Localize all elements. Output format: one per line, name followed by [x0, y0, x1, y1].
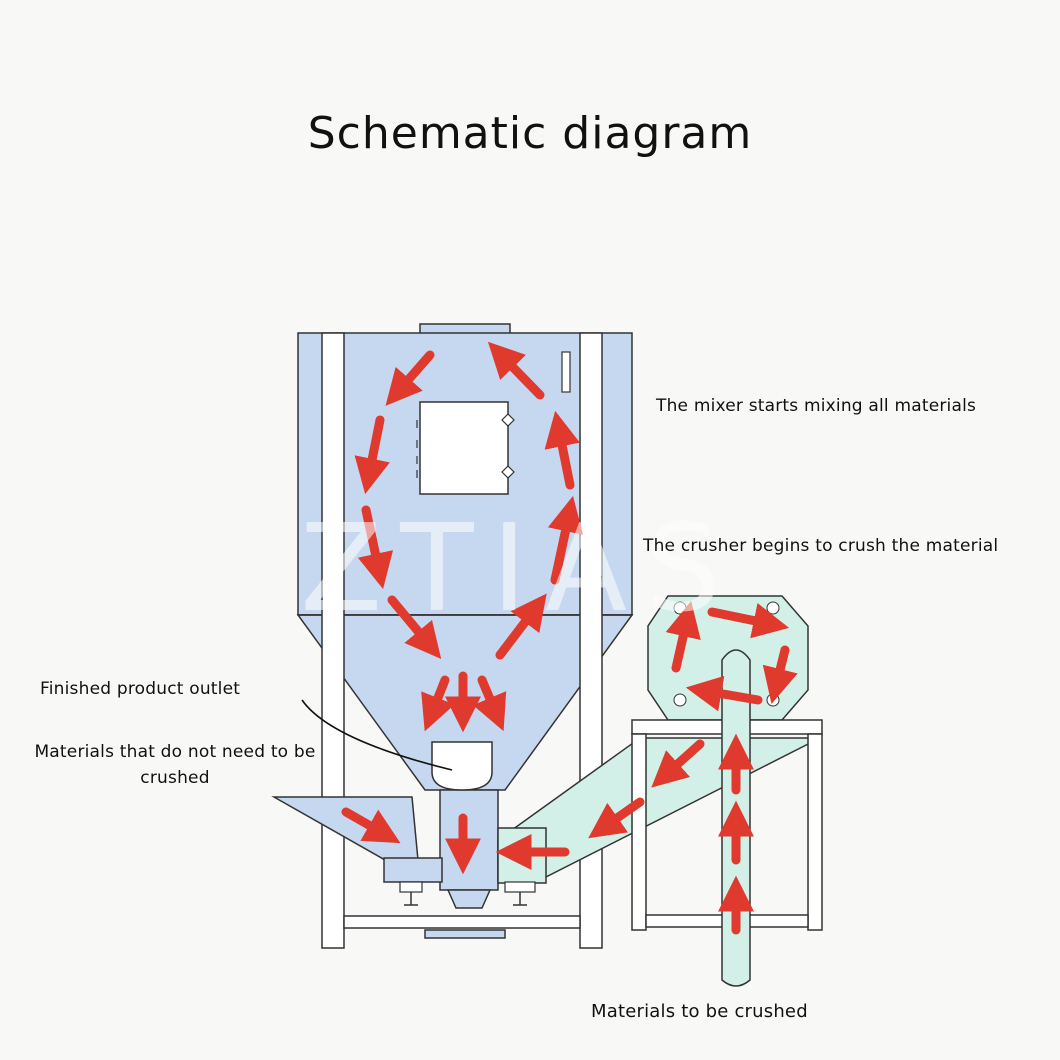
mixer-neck	[439, 789, 499, 891]
window-hinge-icon	[501, 413, 515, 479]
mixer-label: The mixer starts mixing all materials	[656, 396, 977, 416]
mixer-nozzle	[446, 889, 492, 909]
level-gauge	[561, 351, 571, 393]
flow-arrows	[341, 341, 798, 935]
outlet-leader-line	[301, 699, 453, 771]
to-crush-label: Materials to be crushed	[591, 1001, 808, 1022]
no-crush-label: Materials that do not need to be crushed	[34, 742, 316, 788]
page-title: Schematic diagram	[307, 108, 753, 159]
mixer-crossbar	[343, 915, 581, 929]
mixer-base-plate	[424, 929, 506, 939]
watermark-logo: ZTIAS	[300, 500, 740, 639]
feed-hopper	[271, 796, 443, 906]
outlet-label: Finished product outlet	[40, 679, 241, 699]
mixer-leg-left	[321, 332, 345, 949]
outlet-port	[431, 741, 493, 791]
crusher-label: The crusher begins to crush the material	[643, 536, 999, 556]
inspection-window	[419, 401, 509, 495]
